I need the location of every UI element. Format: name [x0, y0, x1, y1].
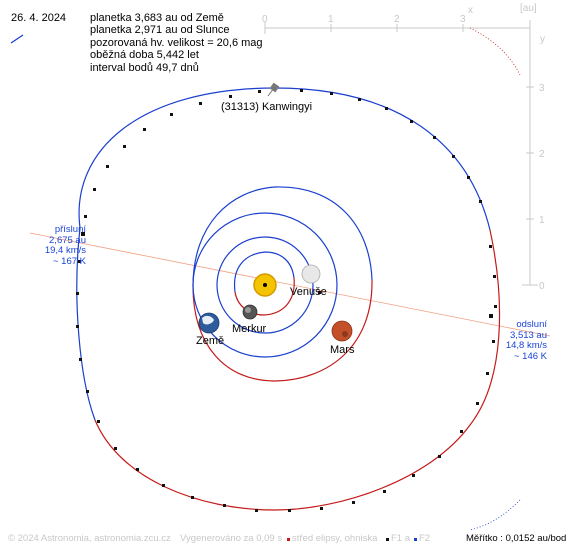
info-period: oběžná doba 5,442 let: [90, 49, 199, 62]
orbit-fragment-top: [469, 27, 521, 76]
scale-label: Měřítko : 0,0152 au/bod: [466, 533, 566, 544]
earth-clouds: [202, 315, 214, 325]
y-tick-0: 0: [539, 281, 545, 292]
info-magnitude: pozorovaná hv. velikost = 20,6 mag: [90, 36, 263, 49]
orbit-view: 0 1 2 3 x 0 1 2 3 y: [8, 3, 566, 544]
mars-spot: [342, 331, 348, 337]
y-tick-3: 3: [539, 83, 545, 94]
y-tick-2: 2: [539, 149, 545, 160]
aphelion-info: odsluní 3,513 au 14,8 km/s ~ 146 K: [497, 319, 547, 362]
venus-label: Venuše: [290, 286, 327, 298]
info-sun-distance: planetka 2,971 au od Slunce: [90, 24, 230, 37]
venus: [301, 264, 321, 284]
mercury-orbit-blue: [233, 251, 295, 293]
perihelion-marker: [81, 232, 85, 236]
date-label: 26. 4. 2024: [11, 12, 67, 24]
direction-marker: [10, 34, 24, 44]
x-tick-2: 2: [394, 14, 400, 25]
asteroid-label: (31313) Kanwingyi: [221, 101, 312, 113]
perihelion-info: přísluní 2,675 au 19,4 km/s ~ 167 K: [30, 224, 86, 267]
orbit-fragment-bottom: [469, 499, 521, 531]
perihelion-title: přísluní: [54, 224, 86, 235]
earth-label: Země: [196, 335, 224, 347]
aphelion-speed: 14,8 km/s: [505, 340, 547, 351]
legend-f1: F1 a: [391, 533, 411, 544]
asteroid-orbit-lower: [94, 229, 501, 511]
mars-label: Mars: [330, 344, 355, 356]
apsis-line: [29, 232, 551, 337]
aphelion-marker: [489, 314, 493, 318]
mars-orbit-blue: [192, 186, 373, 287]
mercury-label: Merkur: [232, 323, 267, 335]
perihelion-speed: 19,4 km/s: [44, 245, 86, 256]
info-panel: planetka 3,683 au od Země planetka 2,971…: [90, 12, 263, 74]
asteroid-pointer: [267, 87, 275, 97]
orbit-diagram: 0 1 2 3 x 0 1 2 3 y: [10, 5, 551, 541]
info-interval: interval bodů 49,7 dnů: [90, 61, 199, 74]
mercury-orbit-red: [234, 277, 295, 316]
copyright-link[interactable]: © 2024 Astronomia, astronomia.zcu.cz: [8, 533, 171, 544]
aphelion-title: odsluní: [516, 319, 547, 330]
x-tick-1: 1: [328, 14, 334, 25]
x-tick-3: 3: [460, 14, 466, 25]
earth-orbit: [192, 212, 338, 358]
mercury-light: [245, 307, 251, 313]
legend-f2: F2: [419, 533, 431, 544]
mars: [331, 320, 353, 342]
y-axis-label: y: [540, 34, 545, 45]
sun-core: [263, 283, 267, 287]
orbit-points: [76, 89, 497, 512]
venus-orbit: [216, 236, 314, 334]
legend-f2-dot: [414, 538, 417, 541]
legend-center: střed elipsy, ohniska: [292, 533, 378, 544]
focus-marker: [318, 291, 321, 294]
x-axis-label: x: [468, 5, 473, 16]
perihelion-distance: 2,675 au: [49, 234, 86, 246]
x-tick-0: 0: [262, 14, 268, 25]
aphelion-temp: ~ 146 K: [513, 350, 547, 362]
generated-time: Vygenerováno za 0,09 s: [180, 533, 283, 544]
y-tick-1: 1: [539, 215, 545, 226]
axis-unit: [au]: [520, 3, 537, 14]
legend-center-dot: [287, 538, 290, 541]
asteroid-marker: [269, 82, 280, 93]
asteroid-orbit-left: [76, 227, 96, 421]
perihelion-temp: ~ 167 K: [52, 255, 86, 267]
aphelion-distance: 3,513 au: [510, 329, 547, 341]
info-earth-distance: planetka 3,683 au od Země: [90, 12, 224, 24]
scale-axes: [264, 20, 538, 286]
legend-f1-dot: [386, 538, 389, 541]
mars-orbit-red: [192, 279, 373, 382]
